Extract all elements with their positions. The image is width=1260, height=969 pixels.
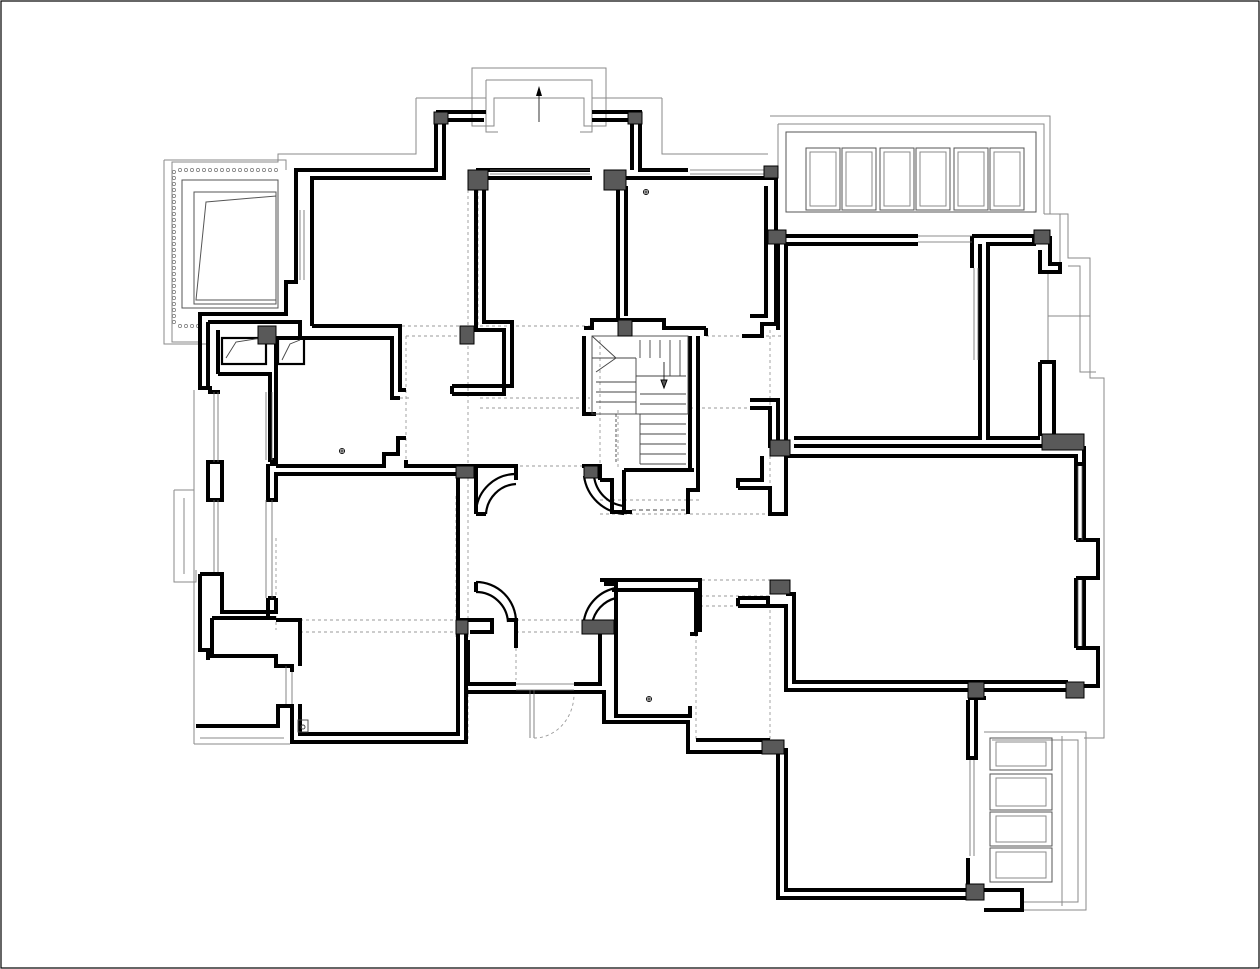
border-dot	[172, 314, 176, 318]
border-dot	[232, 168, 236, 172]
border-dot	[172, 242, 176, 246]
border-dot	[238, 168, 242, 172]
border-dot	[172, 248, 176, 252]
top-right-balcony-panels	[785, 131, 1037, 213]
border-dot	[172, 302, 176, 306]
marker-icon	[338, 447, 345, 454]
bottom-right-balcony-panels	[989, 737, 1053, 883]
border-dot	[184, 324, 188, 328]
border-dot	[178, 168, 182, 172]
border-dot	[274, 168, 278, 172]
north-arrow-icon	[536, 86, 542, 122]
border-dot	[172, 188, 176, 192]
walls	[196, 110, 1100, 912]
border-dot	[196, 168, 200, 172]
window-glazing	[213, 169, 1083, 856]
border-dot	[226, 168, 230, 172]
staircase	[591, 335, 689, 511]
wash-fixtures	[220, 336, 468, 733]
room-markers	[338, 188, 653, 703]
border-dot	[172, 218, 176, 222]
border-dot	[172, 230, 176, 234]
marker-icon	[643, 188, 650, 195]
border-dot	[268, 168, 272, 172]
border-dot	[172, 224, 176, 228]
marker-icon	[646, 696, 653, 703]
border-dot	[178, 324, 182, 328]
pool-border	[172, 168, 278, 328]
border-dot	[172, 176, 176, 180]
border-dot	[172, 182, 176, 186]
border-dot	[202, 168, 206, 172]
border-dot	[172, 296, 176, 300]
border-dot	[172, 206, 176, 210]
border-dot	[256, 168, 260, 172]
border-dot	[172, 290, 176, 294]
outer-outline	[163, 67, 1105, 911]
border-dot	[172, 200, 176, 204]
border-dot	[172, 266, 176, 270]
border-dot	[172, 320, 176, 324]
columns	[257, 111, 1085, 901]
border-dot	[190, 168, 194, 172]
border-dot	[250, 168, 254, 172]
border-dot	[262, 168, 266, 172]
border-dot	[190, 324, 194, 328]
border-dot	[172, 236, 176, 240]
border-dot	[172, 260, 176, 264]
border-dot	[172, 278, 176, 282]
border-dot	[184, 168, 188, 172]
border-dot	[172, 194, 176, 198]
border-dot	[172, 308, 176, 312]
border-dot	[172, 272, 176, 276]
border-dot	[244, 168, 248, 172]
border-dot	[172, 254, 176, 258]
entrance-door	[529, 690, 575, 739]
border-dot	[172, 170, 176, 174]
border-dot	[208, 168, 212, 172]
border-dot	[172, 212, 176, 216]
border-dot	[172, 284, 176, 288]
border-dot	[220, 168, 224, 172]
border-dot	[214, 168, 218, 172]
